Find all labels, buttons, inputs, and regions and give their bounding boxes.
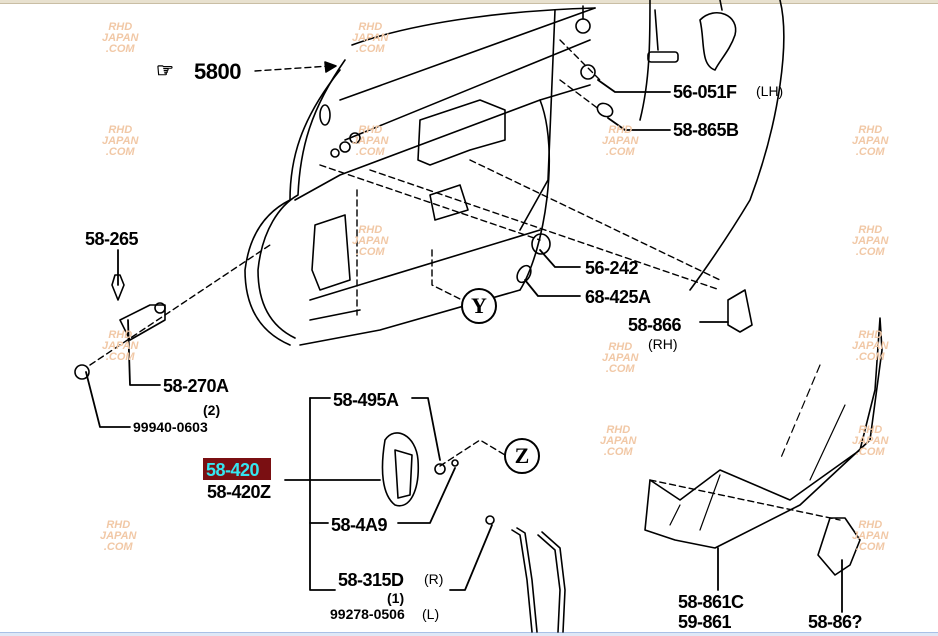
part-56-051F-note: (LH): [756, 83, 784, 99]
dashed-leaders: [89, 39, 841, 521]
window-top-border: [0, 0, 938, 4]
part-58-265[interactable]: 58-265: [85, 229, 139, 249]
check-strap: [74, 274, 166, 380]
part-58-865B[interactable]: 58-865B: [673, 120, 739, 140]
inside-handle: [381, 432, 459, 507]
part-58-270A[interactable]: 58-270A: [163, 376, 229, 396]
window-bottom-border: [0, 632, 938, 636]
part-56-051F[interactable]: 56-051F: [673, 82, 737, 102]
part-58-495A[interactable]: 58-495A: [333, 390, 399, 410]
part-99278-0506[interactable]: 99278-0506: [330, 606, 405, 622]
callout-z: Z: [504, 438, 540, 474]
part-99940-0603-qty: (2): [203, 402, 221, 418]
solid-leaders: [85, 79, 843, 613]
part-99278-0506-qty: (1): [387, 590, 405, 606]
part-58-315D[interactable]: 58-315D: [338, 570, 404, 590]
part-58-420Z[interactable]: 58-420Z: [207, 482, 271, 502]
reference-5800[interactable]: 5800: [194, 59, 241, 84]
part-99278-0506-note: (L): [422, 606, 440, 622]
arrowhead: [324, 61, 337, 73]
part-58-866-note: (RH): [648, 336, 678, 352]
part-58-420[interactable]: 58-420: [206, 460, 260, 480]
part-58-4A9[interactable]: 58-4A9: [331, 515, 388, 535]
part-68-425A[interactable]: 68-425A: [585, 287, 651, 307]
part-59-861[interactable]: 59-861: [678, 612, 732, 632]
part-58-861C[interactable]: 58-861C: [678, 592, 744, 612]
highlighted-part[interactable]: 58-420: [203, 458, 271, 480]
part-56-242[interactable]: 56-242: [585, 258, 639, 278]
glass-channel: [817, 517, 861, 576]
hand-pointer-icon: ☞: [156, 60, 174, 82]
hinge-parts: [575, 0, 737, 118]
part-58-86-cut[interactable]: 58-86?: [808, 612, 863, 632]
part-99940-0603[interactable]: 99940-0603: [133, 419, 208, 435]
callout-y: Y: [461, 288, 497, 324]
door-panel: [244, 0, 785, 346]
part-58-866[interactable]: 58-866: [628, 315, 682, 335]
grommets: [516, 233, 753, 333]
part-58-315D-note: (R): [424, 571, 444, 587]
door-glass: [644, 317, 883, 549]
door-rods: [485, 515, 566, 633]
